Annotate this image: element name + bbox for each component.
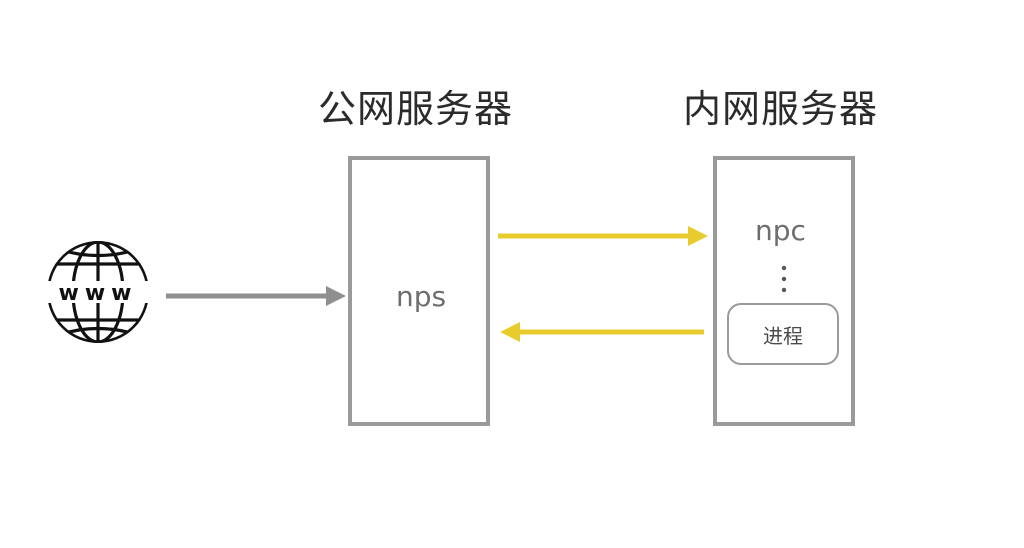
private-server-title: 内网服务器 [683, 87, 879, 131]
internet-to-nps-arrow [166, 286, 346, 306]
globe-www-text: www [59, 281, 138, 306]
npc-label: npc [755, 214, 806, 247]
process-label: 进程 [763, 323, 803, 348]
private-server-box: npc 进程 [713, 156, 855, 426]
vertical-ellipsis-icon [781, 265, 787, 293]
process-box: 进程 [727, 303, 839, 365]
public-server-box: nps [348, 156, 490, 426]
public-server-title: 公网服务器 [318, 87, 514, 131]
npc-to-nps-arrow [500, 322, 704, 342]
nps-label: nps [396, 280, 447, 313]
globe-www-icon: www [44, 241, 152, 343]
nps-to-npc-arrow [498, 226, 708, 246]
